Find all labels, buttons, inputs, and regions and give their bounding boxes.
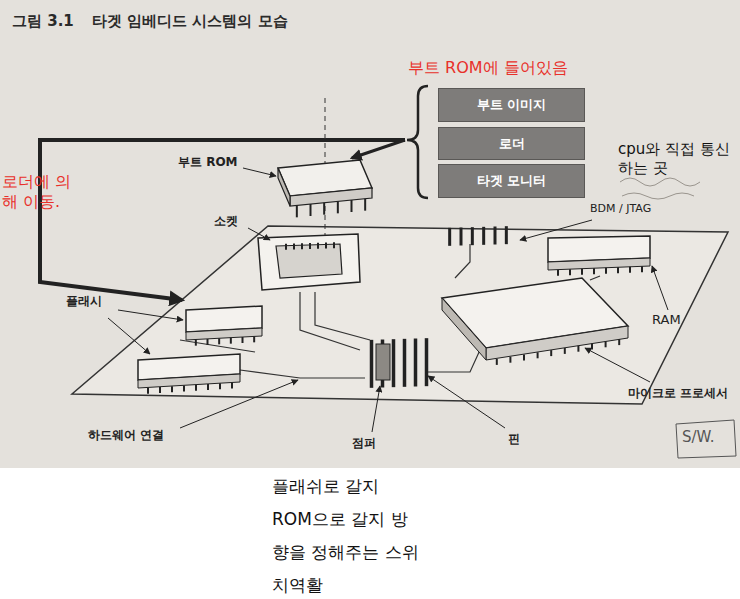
handwritten-note: 로더에 의해 이동. [2, 172, 74, 212]
handwritten-box [676, 420, 736, 458]
pencil-scribble [620, 178, 700, 199]
socket [258, 234, 360, 290]
part-label: 소켓 [214, 214, 238, 229]
handwritten-note: cpu와 직접 통신하는 곳 [618, 140, 736, 178]
figure-title: 타겟 임베디드 시스템의 모습 [92, 12, 288, 31]
boot-rom-section: 타겟 모니터 [438, 164, 585, 198]
part-label: BDM / JTAG [590, 202, 651, 216]
boot-rom-section: 로더 [438, 127, 585, 160]
jumper-pins [372, 338, 427, 388]
section-label: 로더 [493, 132, 531, 156]
handwritten-note: 부트 ROM에 들어있음 [408, 58, 568, 78]
figure-number: 그림 3.1 [12, 12, 74, 31]
jumper [376, 344, 390, 380]
boot-rom-section: 부트 이미지 [438, 88, 585, 122]
part-label: 마이크로 프로세서 [628, 386, 728, 401]
bracket [407, 86, 428, 198]
flow-arrow [352, 140, 405, 158]
flow-arrow [40, 140, 405, 300]
part-label: 플래시 [66, 294, 102, 309]
section-label: 부트 이미지 [471, 93, 553, 117]
circuit-board [72, 226, 728, 404]
handwritten-note: S/W. [682, 428, 714, 447]
handwritten-note: 플래쉬로 갈지 ROM으로 갈지 방향을 정해주는 스위치역활 [272, 470, 422, 599]
section-label: 타겟 모니터 [471, 169, 553, 193]
part-label: RAM [652, 312, 681, 328]
part-label: 하드웨어 연결 [88, 428, 164, 443]
jtag-header [450, 226, 507, 246]
part-label: 핀 [508, 432, 520, 447]
part-label: 부트 ROM [178, 155, 238, 170]
part-label: 점퍼 [352, 436, 376, 451]
